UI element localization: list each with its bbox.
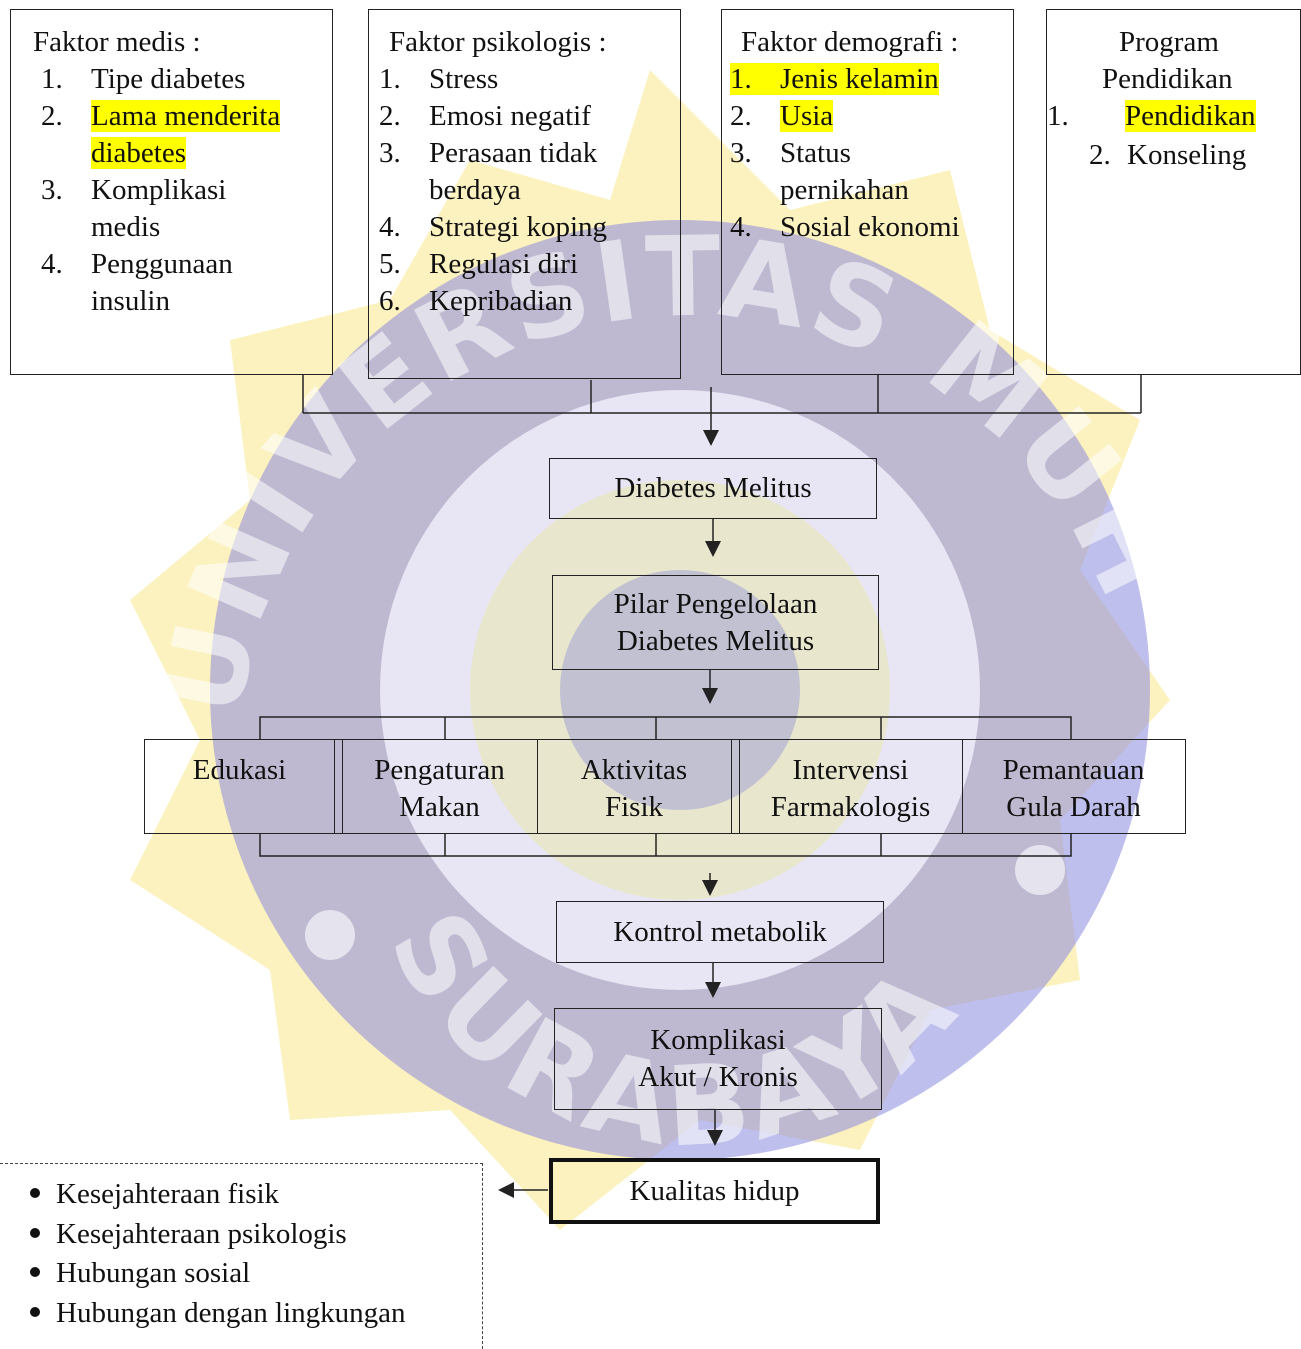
outcomes-box <box>0 1163 483 1349</box>
list-item: 1.Tipe diabetes <box>41 63 246 95</box>
factor-box-medis: Faktor medis : 1.Tipe diabetes 2.Lama me… <box>10 9 333 375</box>
factor-box-psikologis: Faktor psikologis : 1.Stress 2.Emosi neg… <box>368 9 681 379</box>
outcome-item: Hubungan dengan lingkungan <box>30 1297 406 1330</box>
arrowhead-to-outcomes <box>498 1182 514 1198</box>
logo-inner-disc <box>380 390 980 990</box>
box-pilar-pengelolaan: Pilar Pengelolaan Diabetes Melitus <box>552 575 879 670</box>
list-item: 2.Emosi negatif <box>379 100 591 132</box>
list-item: 3.Perasaan tidak <box>379 137 598 169</box>
box-komplikasi: Komplikasi Akut / Kronis <box>554 1008 882 1110</box>
list-item: 4.Penggunaan <box>41 248 233 280</box>
factor-title-psikologis: Faktor psikologis : <box>389 26 607 58</box>
list-item-continued: pernikahan <box>780 174 909 206</box>
program-title-line2: Pendidikan <box>1102 63 1233 95</box>
box-kualitas-hidup: Kualitas hidup <box>549 1158 880 1224</box>
pillar-divider <box>731 740 732 833</box>
list-item: 4.Strategi koping <box>379 211 608 243</box>
list-item: 1.Jenis kelamin <box>730 63 939 95</box>
bullet-icon <box>30 1188 40 1199</box>
logo-dot-right <box>1015 845 1065 895</box>
komplikasi-label-line1: Komplikasi <box>650 1024 786 1056</box>
box-kontrol-metabolik: Kontrol metabolik <box>556 901 884 963</box>
pilar-label-line2: Diabetes Melitus <box>616 624 815 657</box>
pillar-intervensi-farmakologis: Intervensi Farmakologis <box>770 754 931 823</box>
pillar-divider <box>537 740 538 833</box>
logo-dot-left <box>305 910 355 960</box>
list-item-continued: medis <box>91 211 161 243</box>
list-item: 6.Kepribadian <box>379 285 573 317</box>
arrowhead-to-komplikasi <box>705 982 721 998</box>
factor-title-medis: Faktor medis : <box>33 26 201 58</box>
outcome-item: Kesejahteraan fisik <box>30 1178 279 1211</box>
dm-label: Diabetes Melitus <box>614 472 812 504</box>
factor-box-demografi: Faktor demografi : 1.Jenis kelamin 2.Usi… <box>721 9 1014 375</box>
pillars-bracket-top <box>259 716 1072 740</box>
factor-title-demografi: Faktor demografi : <box>741 26 959 58</box>
list-item-continued: diabetes <box>91 137 187 169</box>
pillar-divider <box>962 740 963 833</box>
list-item: 2.Lama menderita <box>41 100 281 132</box>
kontrol-label: Kontrol metabolik <box>613 915 827 948</box>
arrowhead-to-kontrol <box>702 880 718 896</box>
list-item: 1.Stress <box>379 63 499 95</box>
outcome-item: Hubungan sosial <box>30 1257 250 1290</box>
pillar-divider <box>342 740 343 833</box>
list-item: 1. <box>1047 100 1069 132</box>
arrowhead-to-kualitas <box>707 1130 723 1146</box>
arrowhead-to-pilar <box>705 541 721 557</box>
list-item: 3.Komplikasi <box>41 174 227 206</box>
komplikasi-label-line2: Akut / Kronis <box>638 1061 798 1093</box>
program-title-line1: Program <box>1119 26 1219 58</box>
pillar-aktivitas-fisik: Aktivitas Fisik <box>580 754 688 823</box>
list-item: 3.Status <box>730 137 851 169</box>
list-item-continued: insulin <box>91 285 170 317</box>
list-item: 5.Regulasi diri <box>379 248 579 280</box>
list-item: 4.Sosial ekonomi <box>730 211 960 243</box>
bullet-icon <box>30 1307 40 1318</box>
list-item-continued: berdaya <box>429 174 521 206</box>
logo-center <box>560 570 800 810</box>
pillar-divider <box>739 740 740 833</box>
pillars-bracket-bottom <box>259 833 1072 857</box>
list-item-label: Pendidikan <box>1125 100 1256 132</box>
logo-inner-yellow <box>470 480 890 900</box>
bullet-icon <box>30 1267 40 1278</box>
bullet-icon <box>30 1228 40 1239</box>
pillar-pengaturan-makan: Pengaturan Makan <box>374 754 505 823</box>
pillar-edukasi: Edukasi <box>192 754 287 786</box>
kualitas-label: Kualitas hidup <box>629 1174 800 1207</box>
outcome-item: Kesejahteraan psikologis <box>30 1218 347 1251</box>
arrowhead-to-pillars <box>702 688 718 704</box>
list-item: 2.Usia <box>730 100 834 132</box>
arrowhead-to-dm <box>703 430 719 446</box>
factor-box-program: Program Pendidikan 1. Pendidikan 2.Konse… <box>1046 9 1301 375</box>
pilar-label-line1: Pilar Pengelolaan <box>613 587 818 620</box>
pillar-pemantauan-gula-darah: Pemantauan Gula Darah <box>1002 754 1145 823</box>
pillar-divider <box>334 740 335 833</box>
box-diabetes-melitus: Diabetes Melitus <box>549 458 877 519</box>
pillars-row: Edukasi Pengaturan Makan Aktivitas Fisik… <box>144 739 1186 834</box>
list-item: 2.Konseling <box>1089 139 1247 171</box>
